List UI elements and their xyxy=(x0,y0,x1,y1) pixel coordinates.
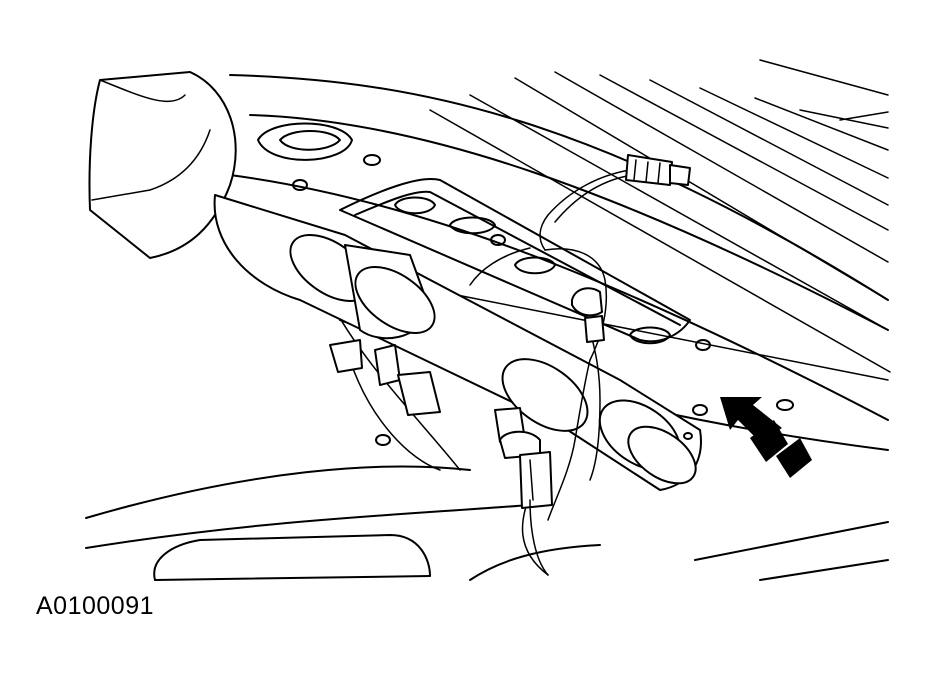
lower-trim-panels xyxy=(85,299,889,581)
direction-arrow-icon xyxy=(720,397,812,478)
figure-code-label: A0100091 xyxy=(36,592,155,620)
inflator-canister xyxy=(213,194,702,491)
retaining-clips xyxy=(329,339,553,509)
mounting-holes xyxy=(257,122,794,446)
harness-grommets xyxy=(571,287,605,343)
wire-connector xyxy=(625,154,691,186)
mounting-bracket xyxy=(339,178,691,343)
pillar-trim xyxy=(88,71,237,259)
